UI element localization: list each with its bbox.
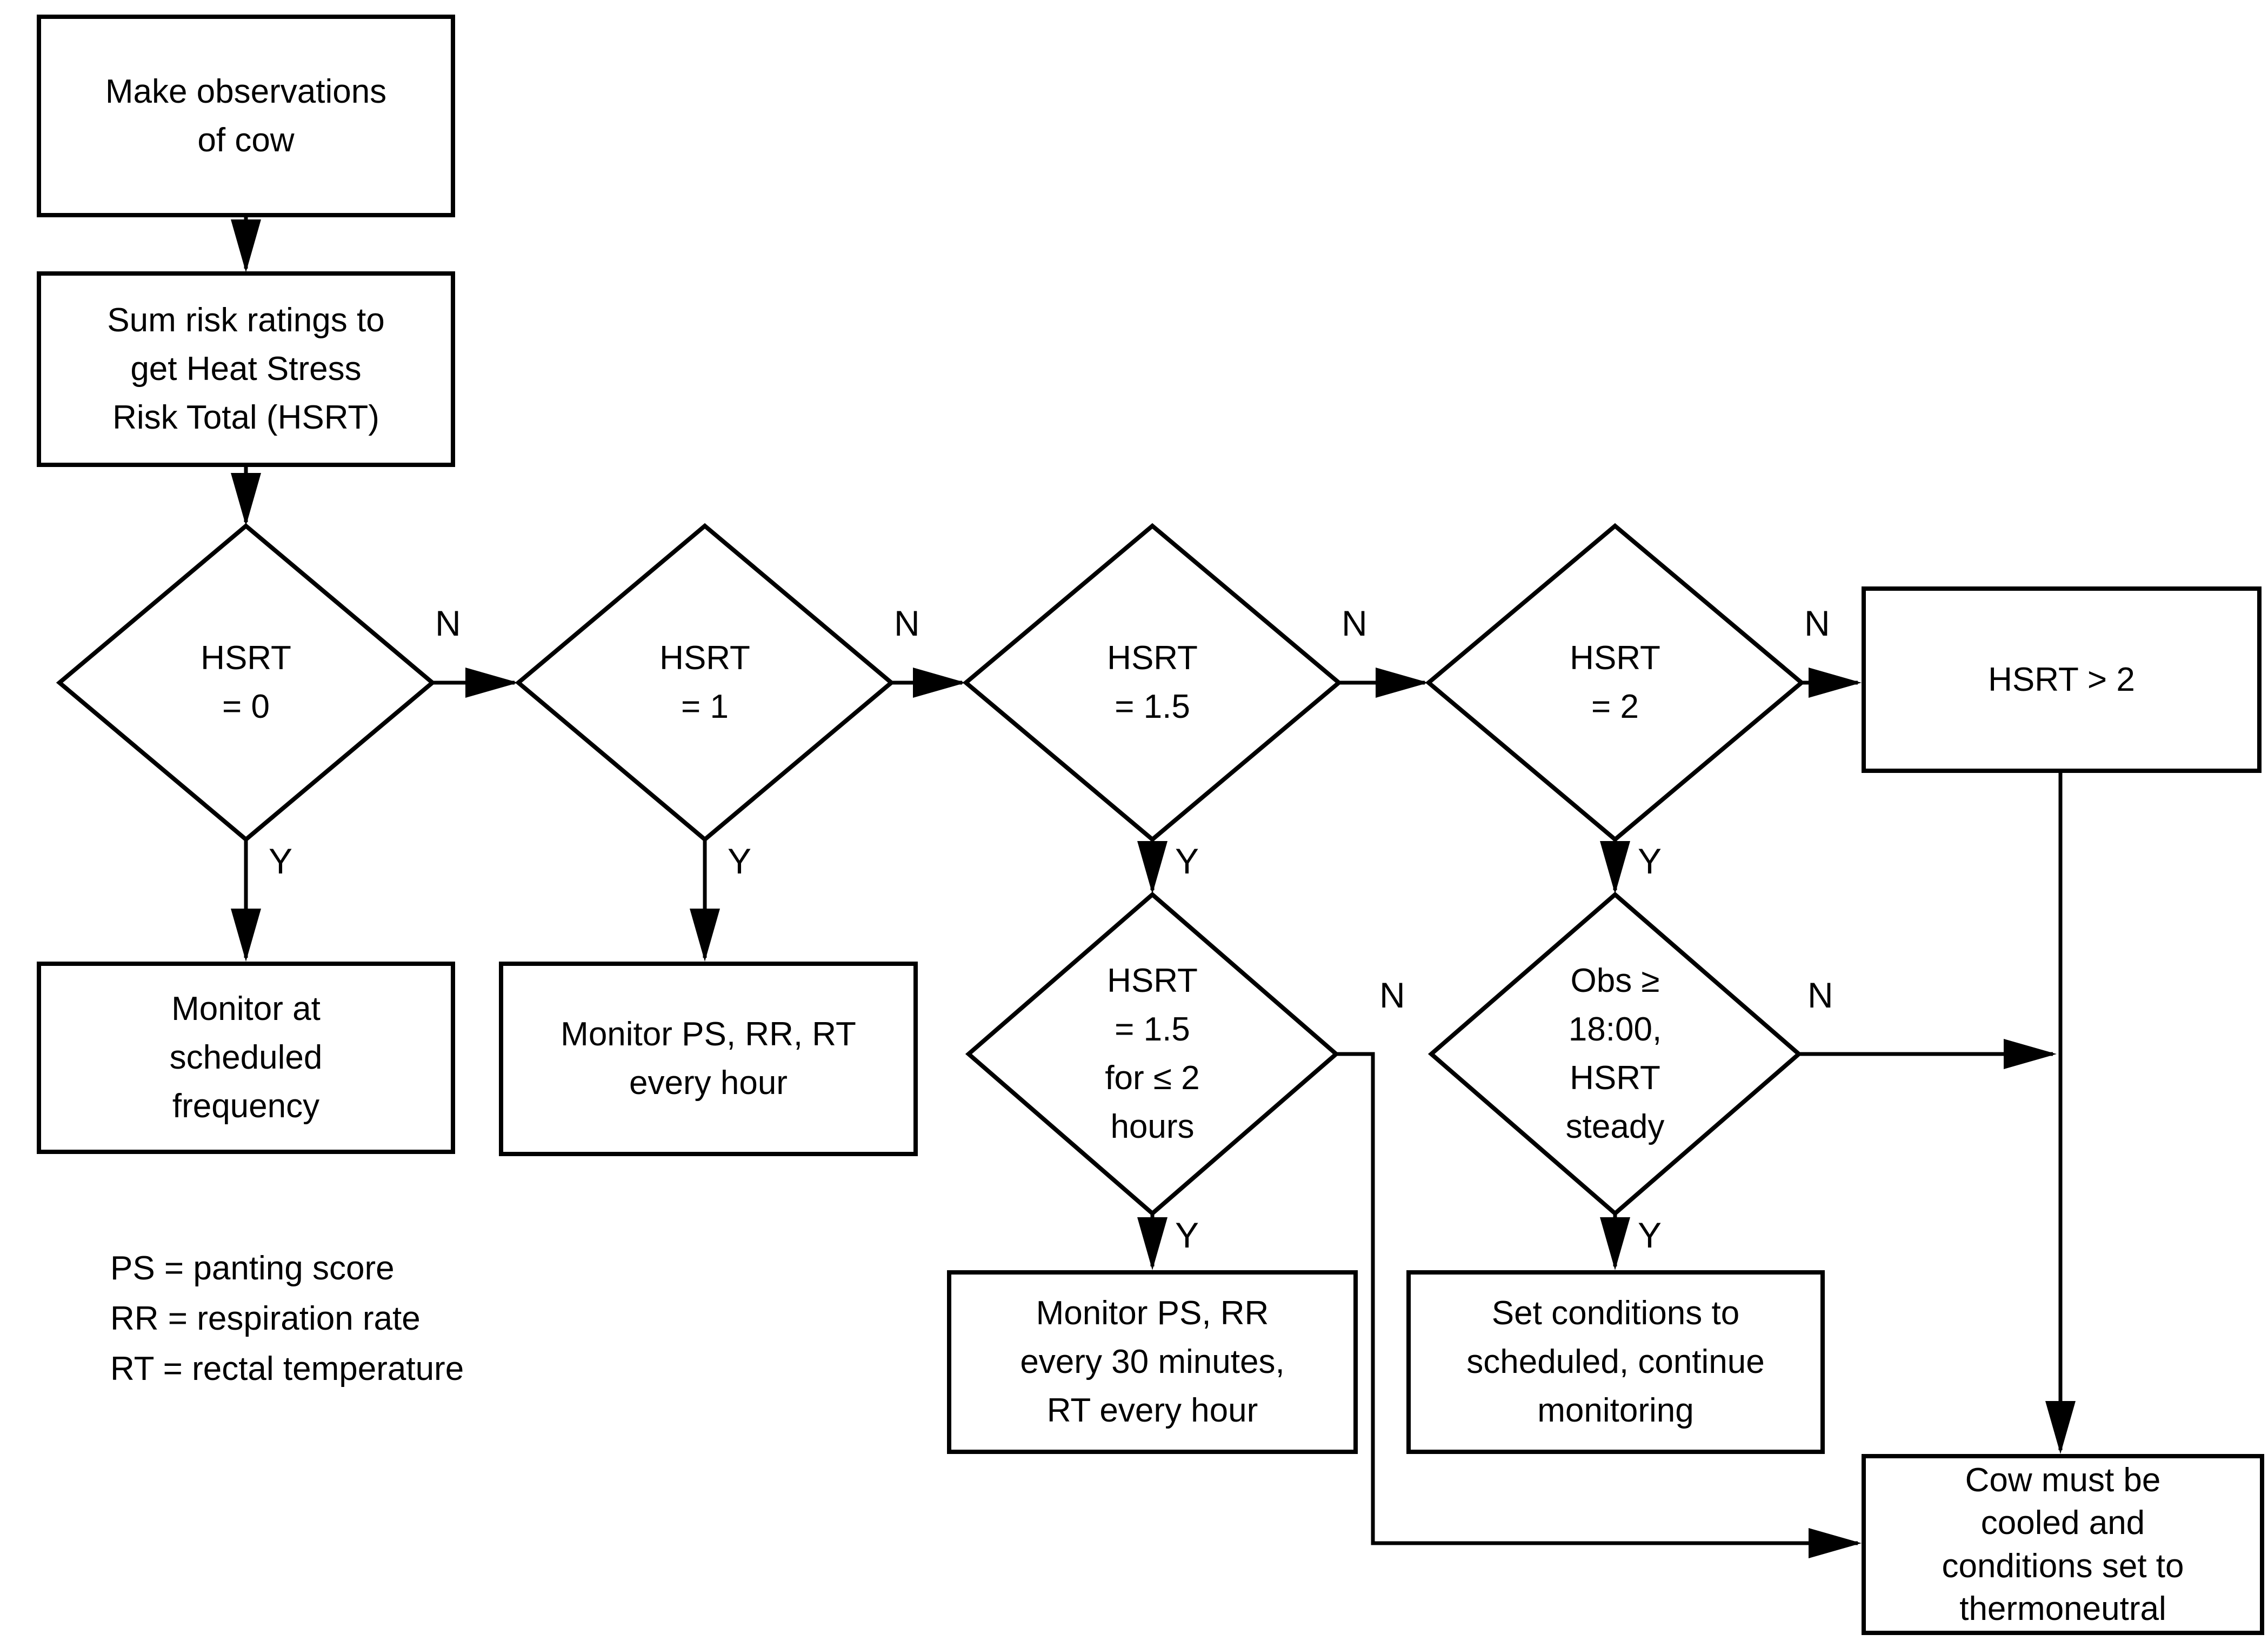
process-monitor-ps-rr-30min: Monitor PS, RR every 30 minutes, RT ever…: [947, 1270, 1358, 1454]
process-set-conditions-scheduled: Set conditions to scheduled, continue mo…: [1406, 1270, 1825, 1454]
abbreviation-legend: PS = panting score RR = respiration rate…: [110, 1250, 464, 1387]
process-hsrt-greater-than-2: HSRT > 2: [1862, 586, 2262, 773]
process-monitor-scheduled-frequency: Monitor at scheduled frequency: [37, 962, 455, 1154]
process-sum-risk-ratings: Sum risk ratings to get Heat Stress Risk…: [37, 271, 455, 467]
decision-hsrt0-label: HSRT = 0: [201, 639, 291, 725]
decision-hsrt15-label: HSRT = 1.5: [1107, 639, 1198, 725]
decision-obs-1800-label: Obs ≥ 18:00, HSRT steady: [1565, 962, 1665, 1145]
branch-label-no-hsrt2: N: [1804, 603, 1830, 643]
process-monitor-ps-rr-rt-hourly: Monitor PS, RR, RT every hour: [499, 962, 918, 1156]
branch-label-no-hsrt15: N: [1342, 603, 1368, 643]
branch-label-yes-obs-1800: Y: [1638, 1215, 1662, 1255]
branch-label-no-hsrt0: N: [435, 603, 461, 643]
process-make-observations: Make observations of cow: [37, 15, 455, 217]
branch-label-no-hsrt15-2hours: N: [1379, 975, 1405, 1015]
decision-hsrt2-label: HSRT = 2: [1570, 639, 1660, 725]
branch-label-yes-hsrt2: Y: [1638, 841, 1662, 881]
branch-label-no-obs-1800: N: [1807, 975, 1833, 1015]
decision-hsrt1-label: HSRT = 1: [659, 639, 750, 725]
branch-label-yes-hsrt0: Y: [269, 841, 293, 881]
branch-label-no-hsrt1: N: [894, 603, 920, 643]
branch-label-yes-hsrt15-2hours: Y: [1175, 1215, 1199, 1255]
edge-hsrt15-2hours-no-to-cow-cooled: [1336, 1052, 1862, 1558]
branch-label-yes-hsrt15: Y: [1175, 841, 1199, 881]
branch-label-yes-hsrt1: Y: [728, 841, 752, 881]
decision-hsrt15-2hours-label: HSRT = 1.5 for ≤ 2 hours: [1105, 962, 1200, 1145]
process-cow-must-be-cooled: Cow must be cooled and conditions set to…: [1862, 1454, 2264, 1635]
